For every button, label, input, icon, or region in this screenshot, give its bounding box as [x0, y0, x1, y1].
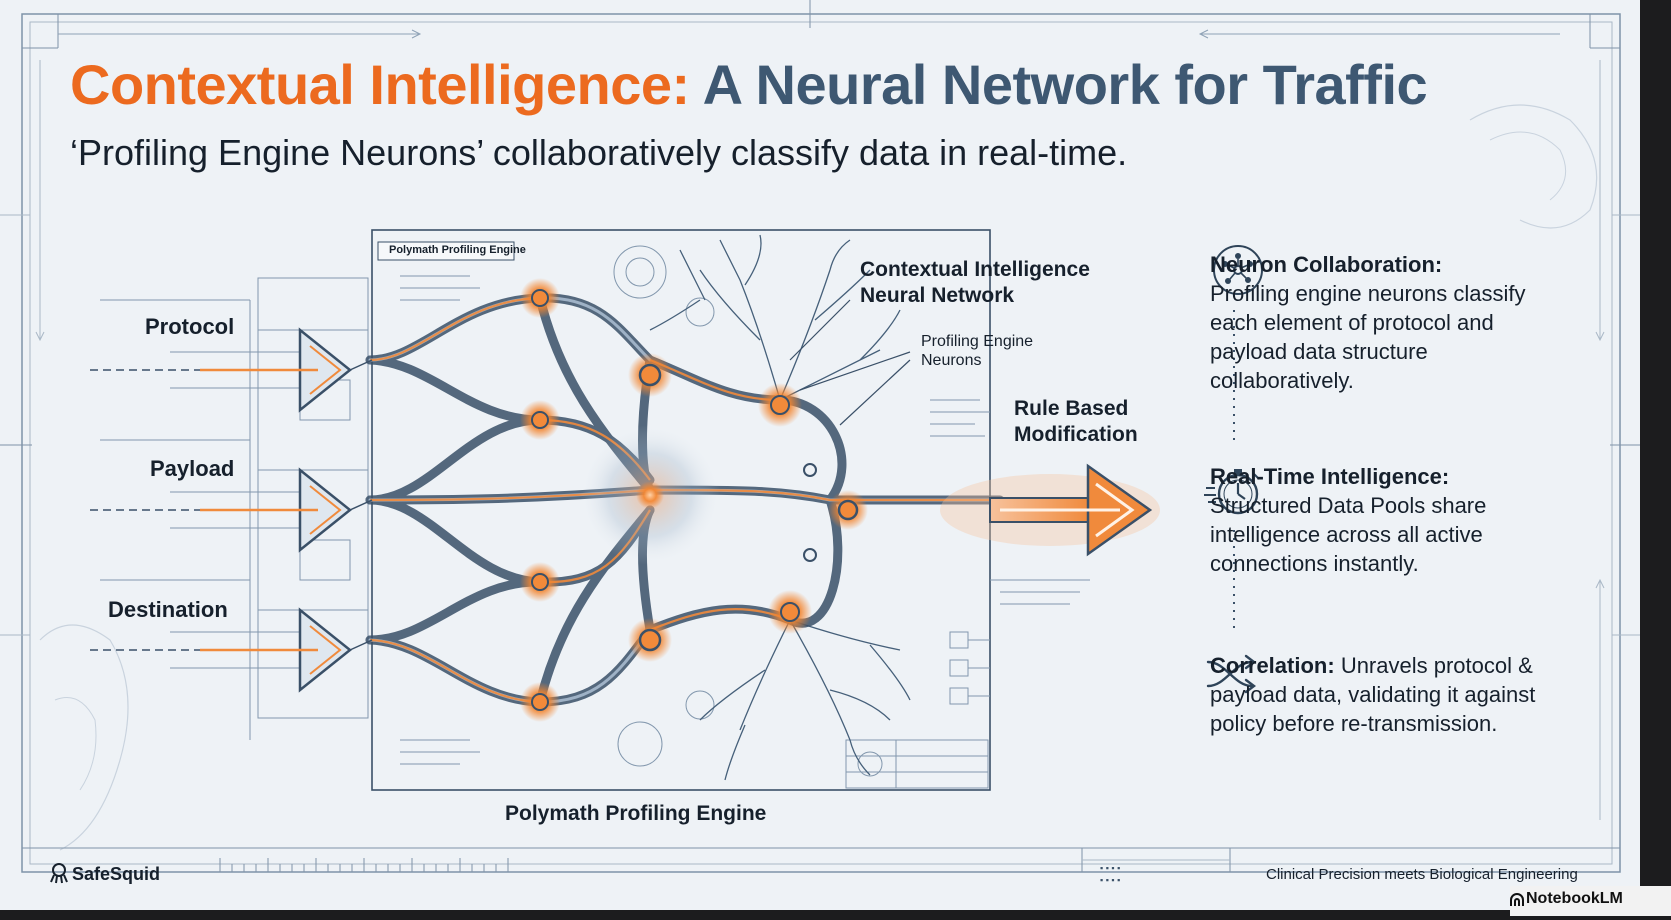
stopwatch-icon	[1204, 469, 1260, 515]
feature-correlation: Correlation: Unravels protocol & payload…	[1210, 651, 1540, 738]
blueprint-frame	[0, 0, 1640, 873]
input-label-payload: Payload	[150, 456, 235, 481]
feature-body: Unravels protocol & payload data, valida…	[1210, 653, 1536, 736]
output-arrow	[940, 463, 1160, 557]
neuron-nodes	[520, 278, 868, 722]
neural-network-diagram	[90, 229, 1235, 791]
network-label-line2: Neural Network	[860, 284, 1015, 307]
neurons-label-line1: Profiling Engine	[921, 333, 1034, 350]
feature-title: Correlation:	[1210, 653, 1335, 678]
input-label-protocol: Protocol	[145, 314, 235, 339]
network-nodes-icon	[1213, 245, 1263, 295]
brand-name: SafeSquid	[72, 864, 161, 884]
title-highlight: Contextual Intelligence:	[70, 53, 690, 116]
input-label-destination: Destination	[108, 597, 228, 622]
notebooklm-logo-icon	[1510, 893, 1524, 906]
watermark-badge	[1510, 886, 1671, 916]
neurons-label-line2: Neurons	[921, 352, 982, 369]
output-label-line1: Rule Based	[1014, 397, 1129, 420]
footer-tagline: Clinical Precision meets Biological Engi…	[1266, 866, 1578, 883]
output-label-line2: Modification	[1014, 423, 1138, 446]
network-label-line1: Contextual Intelligence	[860, 258, 1090, 281]
footer-grid-marks: ▪ ▪ ▪ ▪▪ ▪ ▪ ▪	[1100, 863, 1121, 885]
feature-body: Structured Data Pools share intelligence…	[1210, 493, 1487, 576]
engine-caption: Polymath Profiling Engine	[505, 802, 767, 825]
page-title: Contextual Intelligence: A Neural Networ…	[70, 52, 1428, 117]
engine-tag-box	[377, 241, 515, 261]
input-arrows	[90, 327, 373, 693]
feature-neuron-collaboration: Neuron Collaboration: Profiling engine n…	[1210, 250, 1540, 395]
feature-title: Neuron Collaboration:	[1210, 252, 1443, 277]
engine-tag: Polymath Profiling Engine	[389, 244, 526, 256]
network-label: Contextual Intelligence Neural Network	[860, 257, 1090, 309]
squid-logo-icon	[50, 863, 68, 884]
neurons-label: Profiling Engine Neurons	[921, 332, 1033, 370]
feature-title: Real-Time Intelligence:	[1210, 464, 1450, 489]
feature-real-time-intelligence: Real-Time Intelligence: Structured Data …	[1210, 462, 1540, 578]
page-subtitle: ‘Profiling Engine Neurons’ collaborative…	[70, 132, 1128, 173]
output-label: Rule Based Modification	[1014, 396, 1138, 448]
title-rest: A Neural Network for Traffic	[702, 53, 1428, 116]
feature-body: Profiling engine neurons classify each e…	[1210, 281, 1526, 393]
watermark-text: NotebookLM	[1526, 890, 1623, 907]
slide: Contextual Intelligence: A Neural Networ…	[0, 0, 1640, 910]
shuffle-icon	[1206, 654, 1256, 694]
